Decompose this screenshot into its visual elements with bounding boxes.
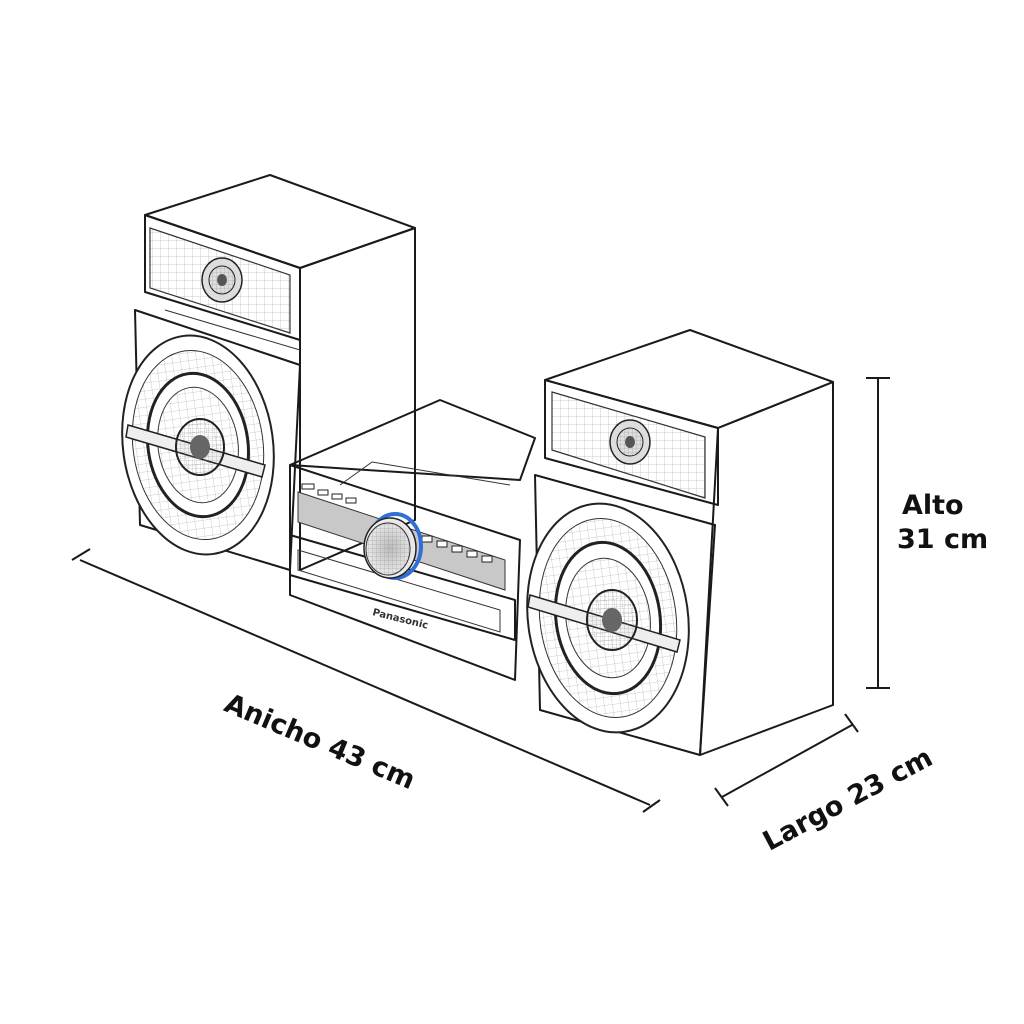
height-dimension-line	[866, 377, 890, 689]
tweeter-icon	[201, 257, 243, 303]
width-dimension-line	[71, 548, 661, 813]
height-label-value: 31 cm	[897, 524, 989, 555]
main-unit: Panasonic	[289, 399, 536, 681]
left-speaker	[121, 174, 416, 571]
volume-knob	[363, 512, 423, 580]
woofer-icon	[526, 502, 690, 734]
button-row	[301, 483, 493, 563]
tweeter-icon	[609, 419, 651, 465]
height-label-title: Alto	[902, 490, 964, 521]
woofer-icon	[121, 334, 275, 556]
depth-dimension-line	[714, 713, 859, 807]
right-speaker	[526, 329, 834, 756]
